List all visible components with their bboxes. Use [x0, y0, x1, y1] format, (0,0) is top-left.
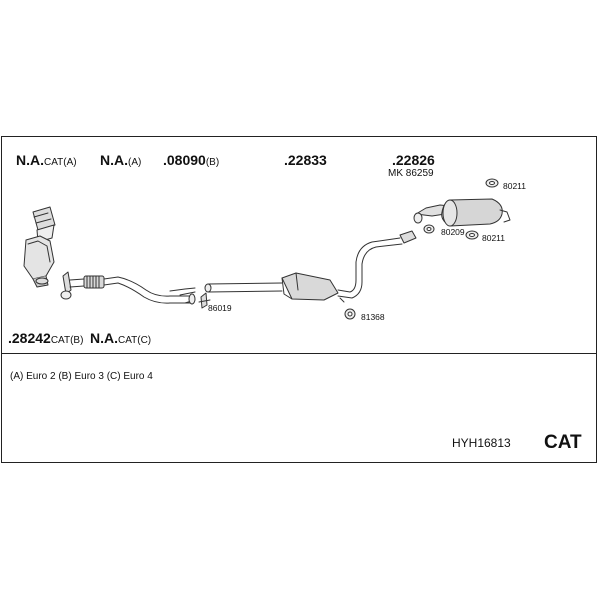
part-label-na-cat-c: N.A.CAT(C)	[90, 330, 152, 346]
rear-silencer-drawing	[413, 198, 511, 227]
part-label-08090: .08090(B)	[163, 152, 220, 168]
part-label-22826: .22826	[392, 152, 435, 168]
part-label-28242: .28242CAT(B)	[8, 330, 84, 346]
callout-81368: 81368	[361, 312, 385, 322]
callout-80209: 80209	[441, 227, 465, 237]
callout-86019: 86019	[208, 303, 232, 313]
emission-legend: (A) Euro 2 (B) Euro 3 (C) Euro 4	[10, 371, 153, 382]
kit-code: HYH16813	[452, 436, 511, 450]
legend-divider	[1, 353, 597, 354]
hanger-80211-top-drawing	[485, 178, 499, 188]
front-pipe-drawing	[60, 271, 196, 305]
clamp-86019-drawing	[198, 292, 211, 309]
hanger-80209-drawing	[423, 224, 435, 234]
hanger-80211-bottom-drawing	[465, 230, 479, 240]
callout-80211-top: 80211	[503, 181, 527, 191]
catalytic-converter-drawing	[23, 206, 56, 288]
cat-badge: CAT	[544, 432, 582, 453]
part-label-mk: MK 86259	[388, 168, 434, 179]
part-label-na-cat-a: N.A.CAT(A)	[16, 152, 77, 168]
callout-80211-bottom: 80211	[482, 233, 506, 243]
middle-silencer-drawing	[204, 230, 417, 303]
part-label-na-a: N.A.(A)	[100, 152, 142, 168]
diagram-frame	[1, 136, 597, 463]
part-label-22833: .22833	[284, 152, 327, 168]
hanger-81368-drawing	[344, 308, 356, 320]
